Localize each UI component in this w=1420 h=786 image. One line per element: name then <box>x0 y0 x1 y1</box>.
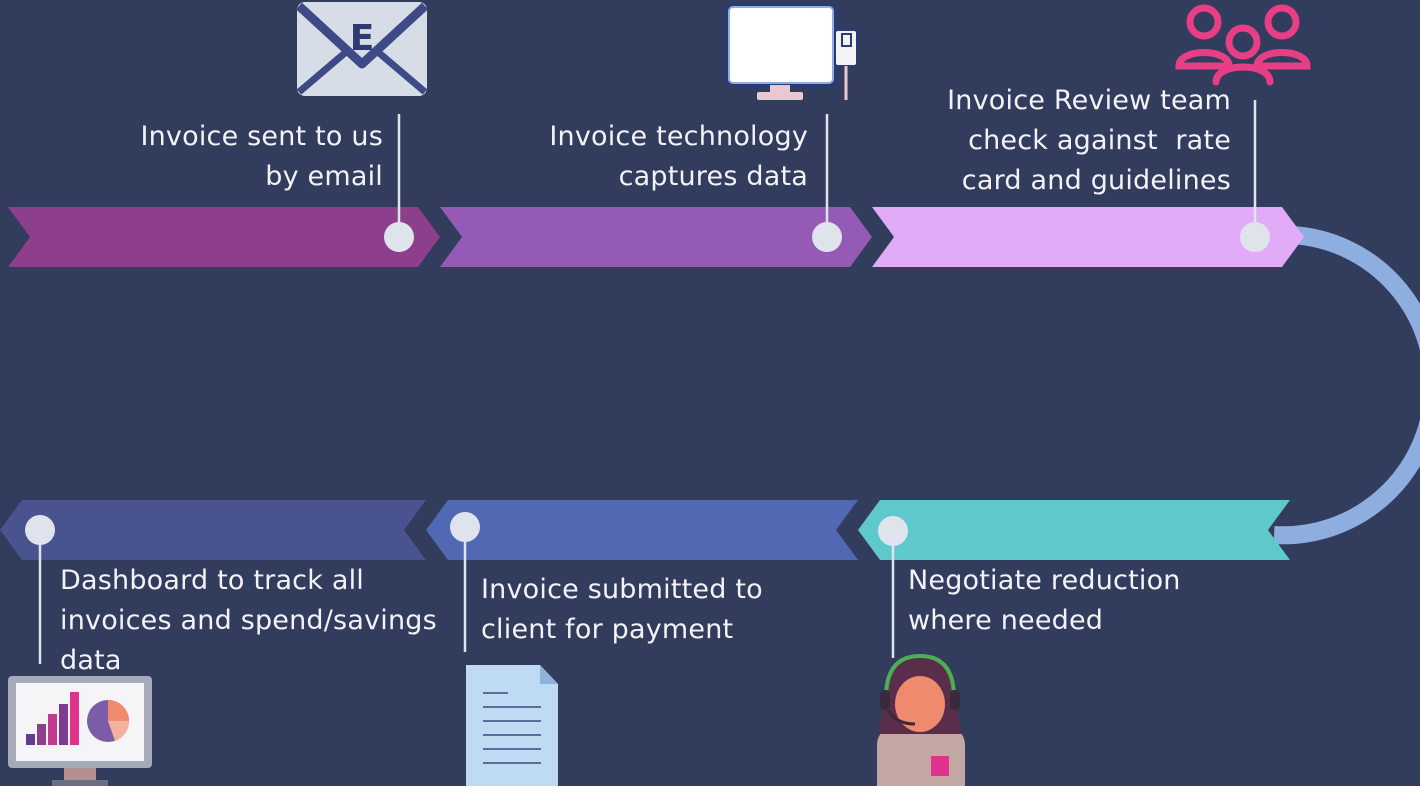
leader-lines <box>38 100 1257 664</box>
step-1-arrow <box>8 207 440 267</box>
step-6-marker <box>25 515 55 545</box>
team-people-icon <box>1175 4 1311 86</box>
step-2-arrow <box>440 207 872 267</box>
step-2-marker <box>812 222 842 252</box>
dashboard-monitor-icon <box>8 676 152 786</box>
step-3-arrow <box>872 207 1304 267</box>
step-4-label: Negotiate reduction where needed <box>908 565 1181 636</box>
step-5-marker <box>450 512 480 542</box>
step-1-label: Invoice sent to us by email <box>140 121 383 192</box>
step-5-arrow <box>426 500 858 560</box>
connector-arc <box>1273 226 1420 545</box>
step-6-arrow <box>0 500 426 560</box>
envelope-letter: E <box>350 18 375 59</box>
step-2-label: Invoice technology captures data <box>549 121 808 192</box>
step-4-arrow <box>858 500 1290 560</box>
step-1-marker <box>384 222 414 252</box>
step-4-marker <box>878 516 908 546</box>
computer-monitor-icon <box>725 3 858 100</box>
envelope-icon: E <box>295 2 429 96</box>
step-3-marker <box>1240 222 1270 252</box>
step-3-label: Invoice Review team check against rate c… <box>947 85 1231 196</box>
step-6-label: Dashboard to track all invoices and spen… <box>60 565 437 676</box>
step-5-label: Invoice submitted to client for payment <box>481 574 763 645</box>
document-icon <box>466 665 558 786</box>
support-agent-headset-icon <box>877 653 965 786</box>
